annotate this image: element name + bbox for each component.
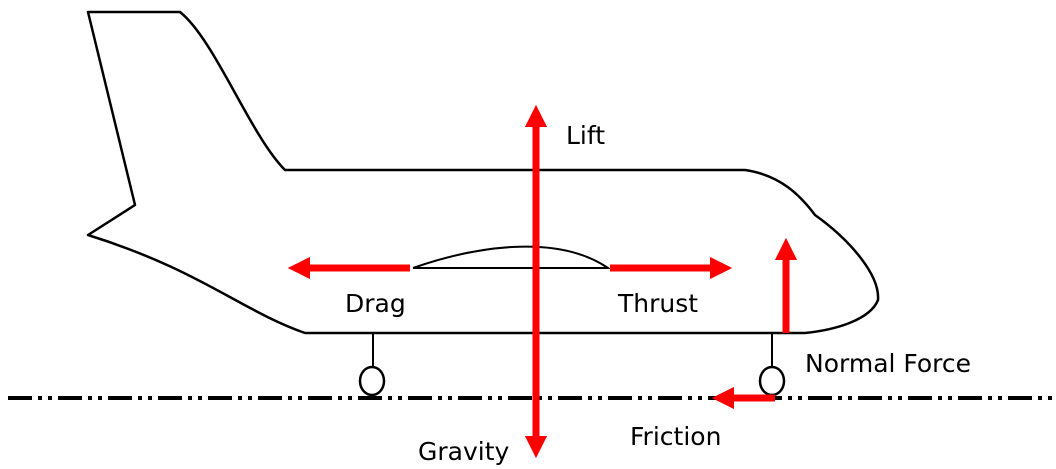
- thrust-label: Thrust: [617, 289, 698, 318]
- wing: [412, 245, 612, 269]
- gravity-label: Gravity: [418, 437, 510, 466]
- friction-label: Friction: [630, 422, 721, 451]
- lift-label: Lift: [566, 121, 605, 150]
- front-wheel: [758, 365, 786, 397]
- airplane-fuselage: [86, 10, 880, 335]
- normal-force-label: Normal Force: [805, 349, 971, 378]
- drag-label: Drag: [345, 289, 406, 318]
- rear-wheel: [358, 365, 386, 397]
